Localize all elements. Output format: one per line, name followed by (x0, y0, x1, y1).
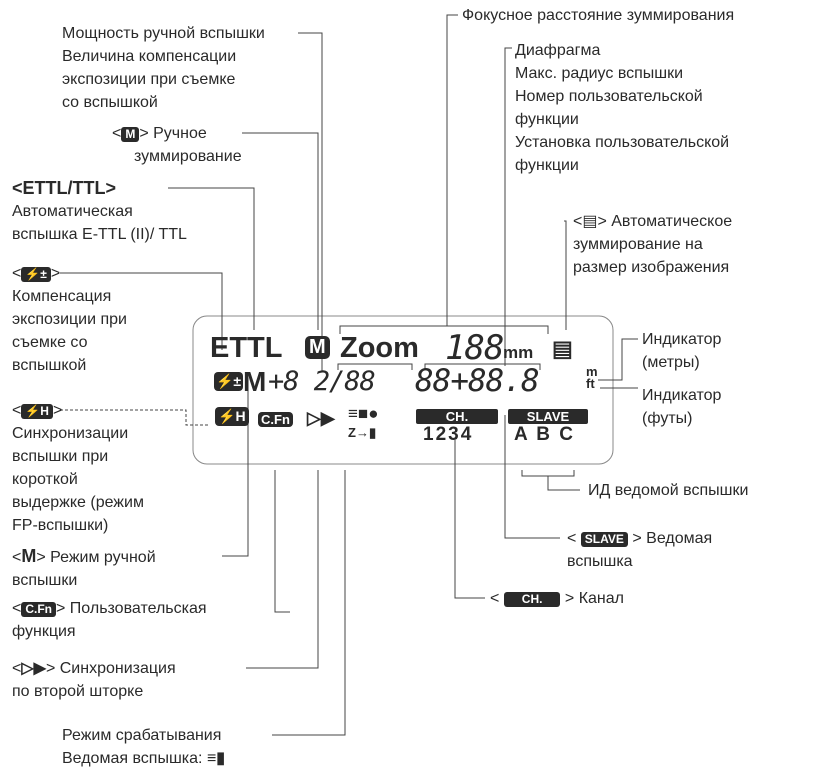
label-line: короткой (12, 471, 78, 488)
lcd-slave-mode-icon: ≡■●Z→▮ (348, 404, 379, 441)
label-line: зуммирование на (573, 236, 703, 253)
label-line: со вспышкой (62, 94, 158, 111)
label-line: Диафрагма (515, 42, 601, 59)
lcd-compensation: +8 2/88 (268, 366, 376, 397)
label-line: экспозиции при съемке (62, 71, 236, 88)
label-line: Макс. радиус вспышки (515, 65, 684, 82)
manual-zoom-label: <M> Ручное зуммирование (112, 122, 242, 168)
label-line: Номер пользовательской (515, 88, 703, 105)
slave-badge-icon: SLAVE (580, 532, 628, 547)
cfn-icon: C.Fn (21, 602, 57, 617)
slave-label: < SLAVE > Ведомая вспышка (567, 527, 712, 573)
lcd-rear-curtain-icon: ▷▶ (307, 408, 335, 428)
lcd-unit-m: m (586, 364, 598, 379)
label-line: функции (515, 111, 579, 128)
lcd-slave: SLAVE (508, 409, 588, 424)
lcd-unit-ft: ft (586, 376, 595, 391)
label-line: функция (12, 623, 76, 640)
lcd-ch: CH. (416, 409, 498, 424)
label-text: > Канал (564, 590, 624, 607)
label-line: Компенсация (12, 288, 112, 305)
label-line: (футы) (642, 410, 693, 427)
label-line: Режим срабатывания (62, 727, 222, 744)
lcd-mm: mm (503, 343, 534, 362)
ettl-label: <ETTL/TTL> Автоматическая вспышка E-TTL … (12, 177, 187, 246)
lcd-fec-icon: ⚡± (214, 372, 244, 391)
label-text: > Ручное (139, 125, 207, 142)
lcd-frame-icon: ▤ (552, 336, 573, 361)
label-line: (метры) (642, 354, 700, 371)
ch-badge-icon: CH. (503, 592, 561, 607)
lcd-manual-mode: M (243, 366, 267, 397)
cfn-label: <C.Fn> Пользовательская функция (12, 597, 207, 643)
fec-label: <⚡±> Компенсация экспозиции при съемке с… (12, 262, 127, 377)
channel-label: < CH. > Канал (490, 590, 624, 607)
label-line: Индикатор (642, 387, 722, 404)
lcd-groups: A B C (514, 424, 574, 445)
label-text: Ведомая вспышка: (62, 750, 203, 767)
firing-mode-label: Режим срабатывания Ведомая вспышка: ≡▮ (62, 724, 225, 770)
label-text: > Ведомая (632, 530, 713, 547)
label-line: вспышки при (12, 448, 109, 465)
label-text: > Пользовательская (56, 600, 207, 617)
lcd-distance: 88+88.8 (415, 363, 540, 399)
meters-label: Индикатор (метры) (642, 328, 721, 374)
lcd-fp-icon: ⚡H (215, 407, 249, 426)
lcd-ettl: ETTL (210, 332, 283, 364)
label-line: Индикатор (642, 331, 722, 348)
lcd-zoom-value: 188 (445, 328, 504, 368)
focal-length-label: Фокусное расстояние зуммирования (462, 7, 735, 24)
label-line: Синхронизации (12, 425, 129, 442)
flash-exposure-comp-icon: ⚡± (21, 267, 51, 282)
label-line: размер изображения (573, 259, 730, 276)
lcd-outline (192, 315, 614, 465)
label-text: < (112, 125, 122, 142)
label-line: по второй шторке (12, 683, 144, 700)
label-line: <ETTL/TTL> (12, 178, 117, 198)
label-text: > Автоматическое (597, 213, 733, 230)
label-text: > Режим ручной (36, 549, 156, 566)
lcd-cfn: C.Fn (258, 412, 293, 427)
lcd-fp-h: H (235, 408, 246, 424)
label-line: экспозиции при (12, 311, 127, 328)
label-line: вспышки (12, 572, 78, 589)
rear-curtain-icon: ▷▶ (21, 660, 46, 677)
label-line: вспышкой (12, 357, 87, 374)
m-badge-icon: M (121, 127, 140, 142)
label-line: вспышка (567, 553, 633, 570)
label-line: вспышка E-TTL (II)/ TTL (12, 226, 187, 243)
label-line: Величина компенсации (62, 48, 237, 65)
manual-power-label: Мощность ручной вспышки Величина компенс… (62, 22, 265, 114)
label-line: Автоматическая (12, 203, 133, 220)
label-text: > Синхронизация (45, 660, 176, 677)
lcd-manual-zoom-icon: M (305, 336, 330, 359)
label-line: Установка пользовательской (515, 134, 730, 151)
lcd-channels: 1234 (423, 424, 474, 445)
slave-flash-icon: ≡▮ (206, 750, 226, 767)
manual-mode-label: <M> Режим ручной вспышки (12, 545, 156, 592)
feet-label: Индикатор (футы) (642, 384, 721, 430)
label-line: функции (515, 157, 579, 174)
label-line: съемке со (12, 334, 88, 351)
label-line: зуммирование (134, 148, 242, 165)
label-line: Мощность ручной вспышки (62, 25, 265, 42)
label-line: FP-вспышки) (12, 517, 109, 534)
frame-icon: ▤ (582, 213, 598, 230)
rear-curtain-label: <▷▶> Синхронизация по второй шторке (12, 657, 176, 703)
slave-id-label: ИД ведомой вспышки (588, 482, 749, 499)
aperture-label: Диафрагма Макс. радиус вспышки Номер пол… (515, 39, 729, 177)
m-icon: M (21, 546, 37, 566)
lcd-zoom: Zoom (340, 332, 419, 364)
auto-zoom-label: <▤> Автоматическое зуммирование на разме… (573, 210, 732, 279)
label-line: выдержке (режим (12, 494, 144, 511)
high-speed-sync-icon: ⚡H (21, 404, 53, 419)
fp-label: <⚡H> Синхронизации вспышки при короткой … (12, 399, 144, 537)
